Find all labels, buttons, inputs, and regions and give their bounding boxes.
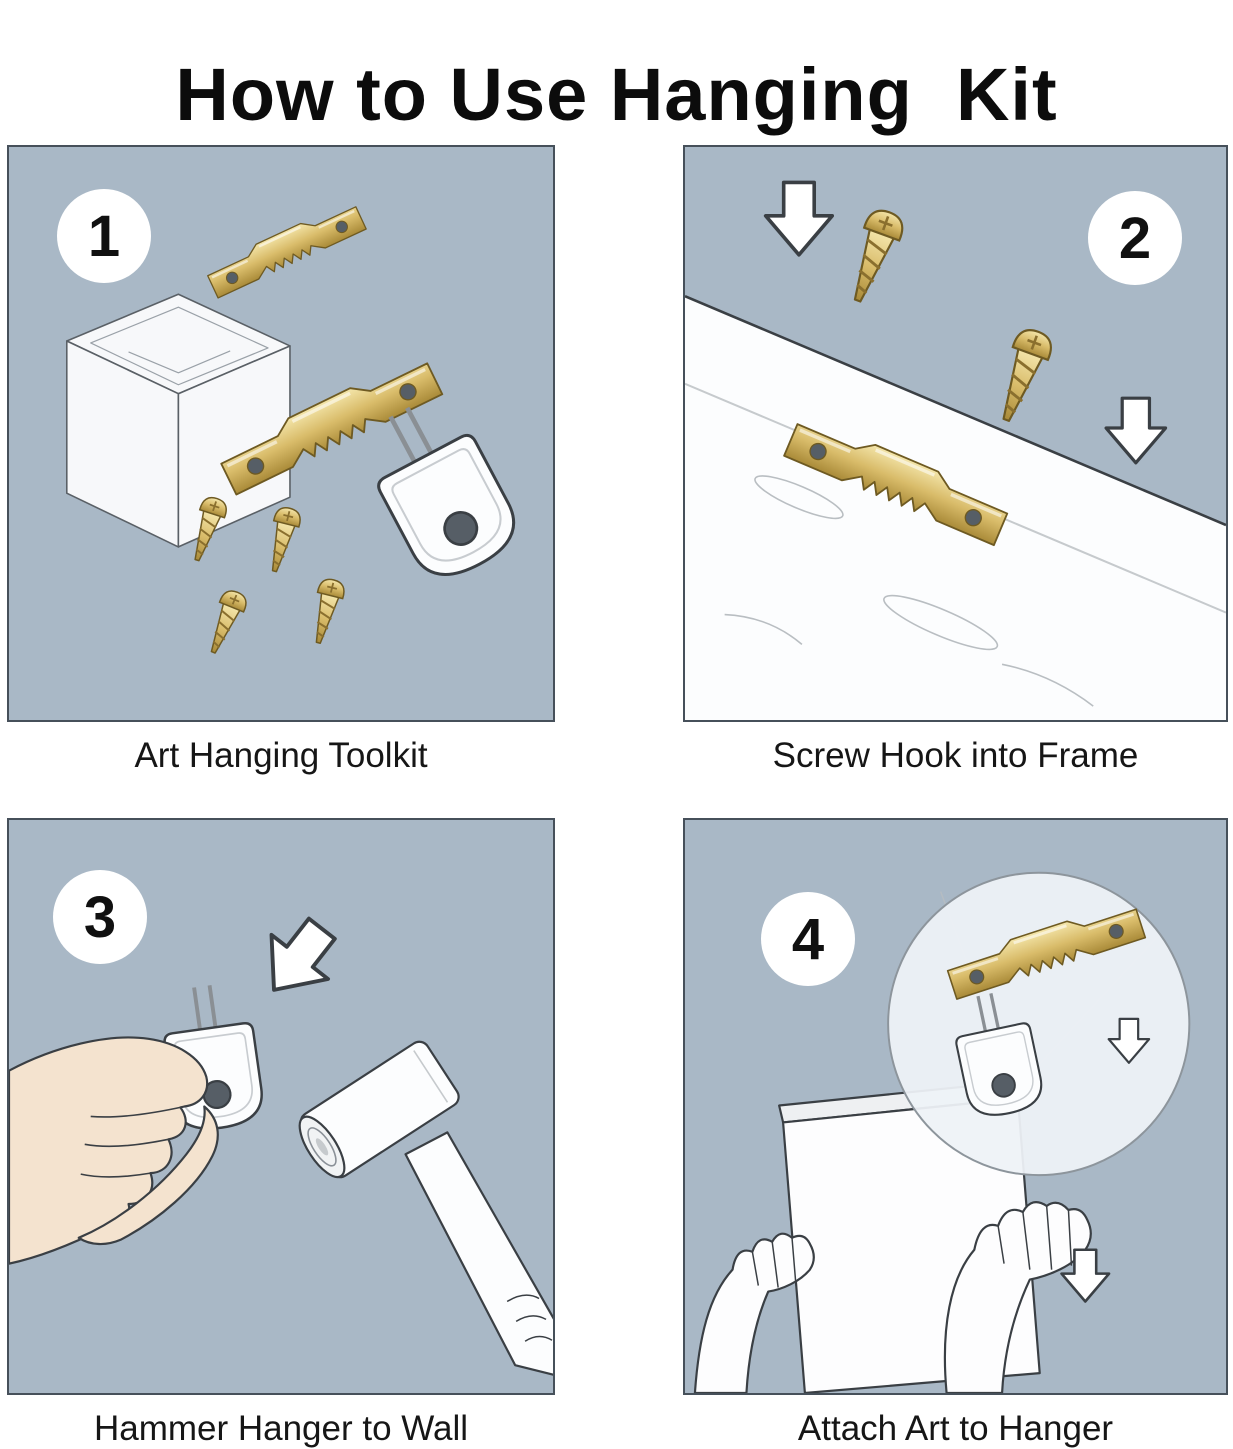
down-arrow-icon bbox=[243, 904, 353, 1014]
step-number: 2 bbox=[1118, 205, 1152, 271]
step-number-badge: 4 bbox=[761, 892, 855, 986]
step-number: 1 bbox=[87, 203, 121, 269]
screw-hook-illustration bbox=[685, 180, 1226, 720]
page-title: How to Use Hanging Kit bbox=[175, 52, 1058, 136]
step-number-badge: 3 bbox=[53, 870, 147, 964]
step-number-badge: 2 bbox=[1088, 191, 1182, 285]
step-4-section: 4 bbox=[683, 818, 1228, 1449]
panel-caption: Attach Art to Hanger bbox=[797, 1409, 1114, 1448]
panel-step-2: 2 bbox=[683, 145, 1228, 722]
toolkit-illustration bbox=[65, 198, 553, 659]
panel-caption: Hammer Hanger to Wall bbox=[93, 1409, 469, 1448]
down-arrow-icon bbox=[763, 180, 835, 257]
hammer-illustration bbox=[9, 904, 553, 1376]
panel-step-3: 3 bbox=[7, 818, 555, 1395]
step-number: 3 bbox=[83, 884, 117, 950]
hand-icon bbox=[9, 1036, 219, 1265]
screw-icon bbox=[987, 323, 1058, 428]
step-number: 4 bbox=[791, 906, 825, 972]
panel-step-4: 4 bbox=[683, 818, 1228, 1395]
screw-icon bbox=[304, 575, 348, 647]
down-arrow-icon bbox=[1104, 396, 1168, 465]
panel-step-1: 1 bbox=[7, 145, 555, 722]
hammer-icon bbox=[298, 1040, 553, 1376]
storage-case-icon bbox=[65, 293, 291, 548]
panel-caption: Screw Hook into Frame bbox=[772, 736, 1139, 775]
screw-icon bbox=[838, 204, 909, 309]
sawtooth-hanger-icon bbox=[203, 198, 368, 300]
step-2-section: 2 bbox=[683, 145, 1228, 776]
panel-caption: Art Hanging Toolkit bbox=[134, 736, 428, 775]
hand-icon bbox=[693, 1232, 815, 1393]
step-1-section: 1 bbox=[7, 145, 555, 776]
wood-grain bbox=[724, 475, 1094, 707]
screw-icon bbox=[200, 586, 251, 659]
magnifier-circle bbox=[887, 871, 1191, 1177]
hand-icon bbox=[943, 1201, 1092, 1393]
attach-art-illustration bbox=[693, 871, 1191, 1393]
step-3-section: 3 bbox=[7, 818, 555, 1449]
screw-icon bbox=[260, 504, 304, 576]
step-number-badge: 1 bbox=[57, 189, 151, 283]
